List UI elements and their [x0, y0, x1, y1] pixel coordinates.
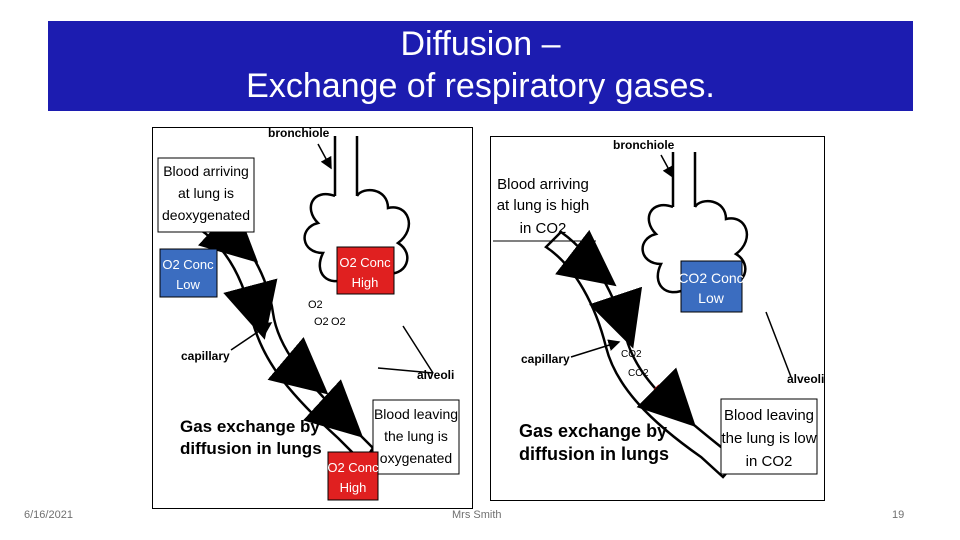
svg-text:Blood leaving: Blood leaving: [724, 407, 814, 424]
o2-concentration-high-alveolus-box: O2 Conc High: [336, 246, 395, 295]
title-line-1: Diffusion –: [400, 25, 561, 63]
svg-text:deoxygenated: deoxygenated: [162, 207, 250, 223]
blood-leaving-box: Blood leaving the lung is low in CO2: [720, 398, 818, 475]
bronchiole-tube: [333, 136, 359, 196]
blood-leaving-box: Blood leaving the lung is oxygenated: [372, 399, 460, 475]
svg-text:O2 Conc: O2 Conc: [162, 257, 214, 272]
bronchiole-pointer: [660, 154, 674, 179]
svg-text:Blood arriving: Blood arriving: [163, 163, 249, 179]
bronchiole-tube: [671, 152, 697, 207]
o2-molecule: O2: [314, 316, 329, 328]
svg-text:in CO2: in CO2: [520, 220, 567, 237]
bronchiole-label: bronchiole: [268, 128, 330, 140]
oxygen-diffusion-diagram: bronchiole capillary alveoli Blood arriv…: [152, 127, 473, 509]
svg-text:High: High: [352, 275, 379, 290]
alveoli-label: alveoli: [417, 368, 454, 382]
blood-arriving-box: Blood arriving at lung is deoxygenated: [157, 157, 255, 233]
co2-molecule: CO2: [621, 349, 642, 360]
svg-text:O2 Conc: O2 Conc: [327, 460, 379, 475]
o2-concentration-high-blood-box: O2 Conc High: [327, 451, 379, 501]
svg-text:High: High: [340, 480, 367, 495]
svg-text:Low: Low: [698, 290, 725, 306]
svg-text:Low: Low: [176, 277, 200, 292]
svg-text:in CO2: in CO2: [746, 453, 793, 470]
o2-concentration-low-box: O2 Conc Low: [159, 248, 218, 298]
svg-text:CO2 Conc: CO2 Conc: [678, 270, 743, 286]
diagram-caption-line-2: diffusion in lungs: [519, 444, 669, 464]
co2-concentration-low-box: CO2 Conc Low: [678, 260, 744, 313]
slide-title: Diffusion – Exchange of respiratory gase…: [48, 23, 913, 107]
o2-molecule: O2: [331, 316, 346, 328]
oxygen-diagram-svg: bronchiole capillary alveoli Blood arriv…: [157, 128, 460, 501]
capillary-label: capillary: [181, 349, 230, 363]
bronchiole-label: bronchiole: [613, 138, 675, 152]
alveoli-label: alveoli: [787, 372, 824, 386]
capillary-pointer: [230, 322, 273, 351]
svg-text:the lung is low: the lung is low: [721, 430, 816, 447]
diagram-caption-line-2: diffusion in lungs: [180, 439, 322, 458]
alveoli-pointer: [377, 325, 434, 374]
svg-text:oxygenated: oxygenated: [380, 450, 452, 466]
co2-diagram-svg: bronchiole capillary alveoli Blood arriv…: [493, 138, 824, 479]
alveoli-pointer: [765, 311, 792, 378]
svg-text:at lung is: at lung is: [178, 185, 234, 201]
title-line-2: Exchange of respiratory gases.: [246, 67, 715, 105]
svg-text:Blood arriving: Blood arriving: [497, 176, 589, 193]
footer-author: Mrs Smith: [452, 509, 502, 521]
footer-date: 6/16/2021: [24, 509, 73, 521]
blood-flow-arrow-red: [636, 367, 696, 427]
co2-molecule: CO2: [628, 368, 649, 379]
o2-molecule: O2: [308, 299, 323, 311]
blood-arriving-box: Blood arriving at lung is high in CO2: [493, 176, 596, 242]
title-bar: Diffusion – Exchange of respiratory gase…: [48, 21, 913, 111]
svg-text:the lung is: the lung is: [384, 428, 448, 444]
blood-flow-arrow-blue: [588, 286, 643, 349]
svg-text:O2 Conc: O2 Conc: [339, 255, 391, 270]
blood-flow-arrow-red: [302, 379, 364, 438]
capillary-pointer: [570, 339, 621, 358]
diagram-caption-line-1: Gas exchange by: [180, 417, 320, 436]
diagram-caption-line-1: Gas exchange by: [519, 421, 667, 441]
bronchiole-pointer: [317, 143, 332, 170]
capillary-label: capillary: [521, 352, 570, 366]
carbon-dioxide-diffusion-diagram: bronchiole capillary alveoli Blood arriv…: [490, 136, 825, 501]
blood-flow-arrow-blue: [555, 229, 617, 287]
svg-text:Blood leaving: Blood leaving: [374, 406, 458, 422]
svg-text:at lung is high: at lung is high: [497, 197, 590, 214]
footer-page-number: 19: [892, 509, 905, 521]
